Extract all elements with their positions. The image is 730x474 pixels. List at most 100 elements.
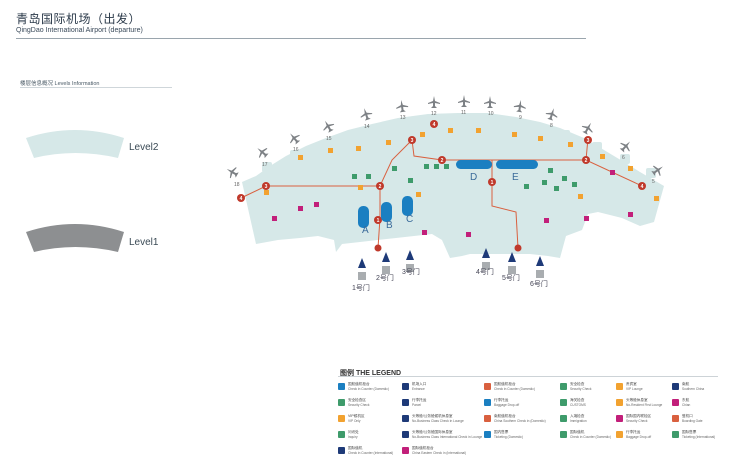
- legend-item-label-en: Inquiry: [348, 435, 358, 439]
- intl-ticketing-icon: [672, 431, 679, 438]
- legend-item-label-cn: 行李托运: [626, 430, 641, 434]
- svg-text:3: 3: [265, 184, 268, 190]
- checkin-islands-abc: [358, 196, 413, 228]
- legend-item-label-en: CUSTOMS: [570, 403, 586, 407]
- security-check-icon-2: [338, 399, 345, 406]
- level1-label[interactable]: Level1: [129, 237, 159, 248]
- legend-item-label-en: Check in Counter (Domestic): [348, 387, 389, 391]
- legend-item-label-cn: 机场入口: [412, 382, 427, 386]
- vip-only-icon: [338, 415, 345, 422]
- domestic-checkin-pin-icon: [484, 383, 491, 390]
- gate-label: 12: [431, 111, 437, 117]
- svg-text:1: 1: [491, 180, 494, 186]
- legend-item-label-cn: 国际国内联检区: [626, 414, 652, 418]
- gate-label: 15: [326, 136, 332, 142]
- domestic-ticketing-icon: [484, 431, 491, 438]
- entrance-2-label: 2号门: [376, 273, 394, 282]
- legend-item-label-en: VIP Only: [348, 419, 361, 423]
- gate-label: 16: [293, 147, 299, 153]
- legend-item-label-en: No-Business Class Check in Lounge: [412, 419, 464, 423]
- security-check-icon: [560, 383, 567, 390]
- route-marker: 4: [638, 182, 646, 190]
- route-marker: 1: [488, 178, 496, 186]
- entrance-4-label: 4号门: [476, 267, 494, 276]
- gate-label: 6: [622, 155, 625, 161]
- entrance-3-label: 3号门: [402, 267, 420, 276]
- gate-label: 18: [234, 182, 240, 188]
- legend-item-label-en: Baggage Drop-off: [494, 403, 520, 407]
- level2-thumbnail[interactable]: [26, 130, 124, 158]
- legend-item-label-cn: 头等舱休息室: [626, 398, 648, 402]
- legend-item-label-en: VIP Lounge: [626, 387, 643, 391]
- china-intl-checkin-icon: [338, 447, 345, 454]
- legend-item-label-cn: VIP候机区: [348, 414, 365, 418]
- route-marker: 2: [438, 156, 446, 164]
- header-divider: [16, 38, 586, 39]
- svg-text:2: 2: [441, 158, 444, 164]
- legend-item-label-cn: 东航: [682, 398, 690, 402]
- gate-label: 9: [519, 115, 522, 121]
- route-marker: 1: [374, 216, 382, 224]
- legend-divider: [338, 376, 718, 377]
- level1-thumbnail[interactable]: [26, 224, 124, 252]
- legend-item-label-en: China Southern Check in (Domestic): [494, 419, 546, 423]
- china-southern-icon: [484, 415, 491, 422]
- legend-item-label-cn: 安全检查区: [348, 398, 366, 402]
- gate-label: 10: [488, 111, 494, 117]
- legend-item-label-cn: 国内售票: [494, 430, 509, 434]
- island-label-e: E: [512, 172, 519, 183]
- route-marker: 3: [262, 182, 270, 190]
- legend-item-label-cn: 行李托运: [494, 398, 509, 402]
- legend-item-label-cn: 问讯处: [348, 430, 359, 434]
- china-eastern-icon: [672, 399, 679, 406]
- legend-item-label-cn: 海关检查: [570, 398, 585, 402]
- legend-item-label-cn: 国际值机柜台: [412, 446, 434, 450]
- gate-label: 11: [461, 110, 466, 116]
- svg-text:2: 2: [585, 158, 588, 164]
- legend-item-label-cn: 国航值机柜台: [494, 382, 516, 386]
- boarding-gate-icon: [672, 415, 679, 422]
- parcel-icon: [402, 399, 409, 406]
- gate-label: 8: [550, 123, 553, 129]
- legend-item-label-en: No-Business Class International Check in…: [412, 435, 483, 439]
- security-check-3-icon: [616, 415, 623, 422]
- legend-item-label-en: Southern China: [682, 387, 705, 391]
- route-marker: 4: [430, 120, 438, 128]
- legend-item-label-cn: 国际值机: [348, 446, 363, 450]
- gate-piers: [262, 116, 656, 178]
- levels-heading: 楼层信息概况 Levels Information: [20, 81, 100, 87]
- facility-icons: [264, 128, 659, 237]
- page-subtitle: QingDao International Airport (departure…: [16, 27, 143, 34]
- legend-item-label-en: Check in Counter (Domestic): [570, 435, 611, 439]
- gate-markers: [374, 244, 522, 252]
- southern-china-icon: [672, 383, 679, 390]
- baggage-drop-2-icon: [616, 431, 623, 438]
- svg-text:3: 3: [587, 138, 590, 144]
- level2-label[interactable]: Level2: [129, 142, 159, 153]
- svg-text:4: 4: [433, 122, 436, 128]
- route-marker: 2: [582, 156, 590, 164]
- legend-item-label-cn: 安全检查: [570, 382, 585, 386]
- island-label-a: A: [362, 225, 369, 236]
- legend-item-label-cn: 头等舱/公务舱国际休息室: [412, 430, 453, 434]
- island-label-d: D: [470, 172, 477, 183]
- legend-item-label-en: Security Check: [348, 403, 370, 407]
- legend-item-label-en: Security Check: [570, 387, 592, 391]
